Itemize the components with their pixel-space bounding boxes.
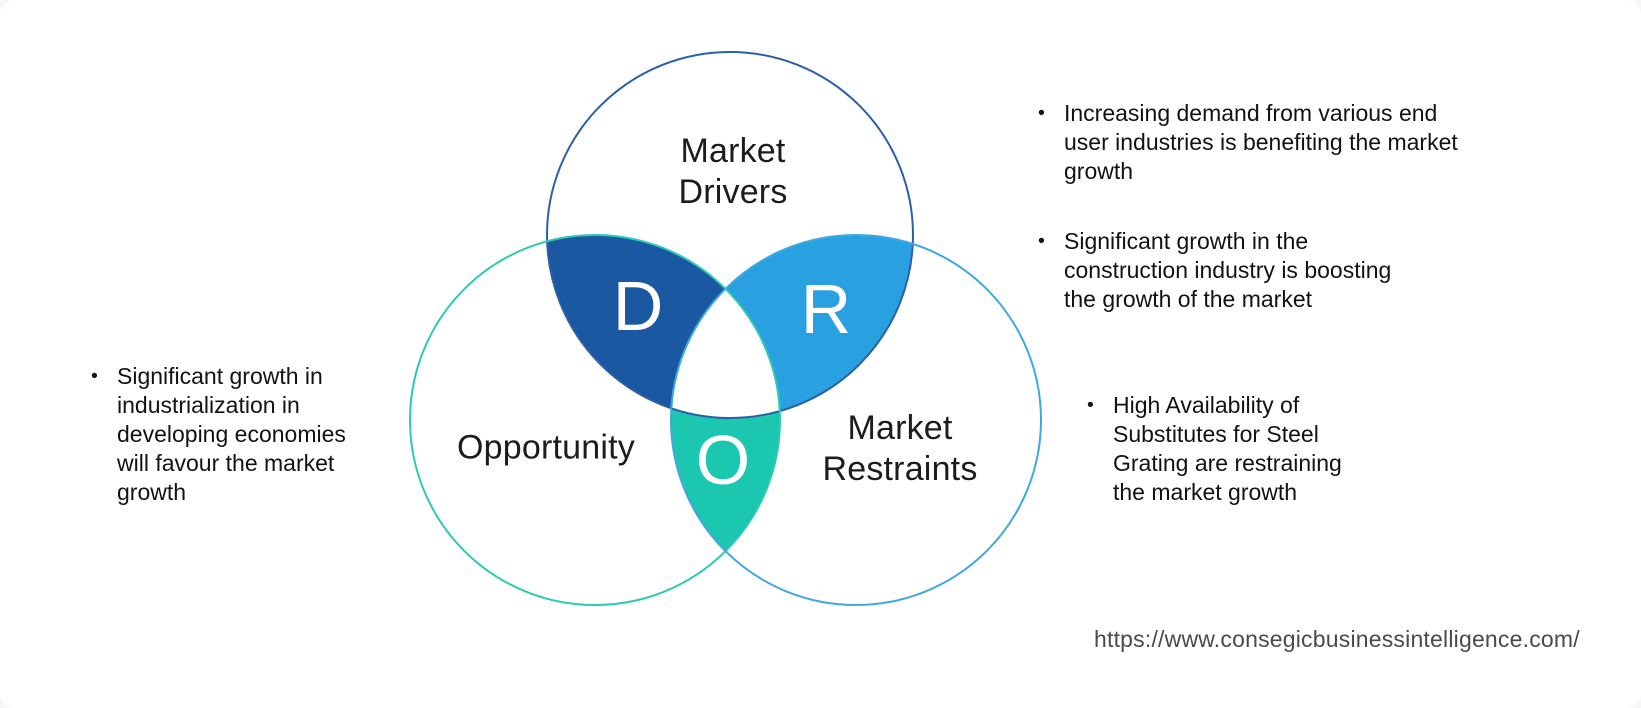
label-market-restraints: Market Restraints bbox=[822, 409, 978, 488]
bullet-item: Significant growth in industrialization … bbox=[89, 362, 389, 507]
circle-restraints-outline bbox=[670, 234, 1042, 606]
petal-restraints-fill bbox=[671, 235, 913, 418]
bullet-item: Significant growth in the construction i… bbox=[1036, 227, 1536, 314]
letter-d: D bbox=[612, 267, 664, 345]
annotation-right: High Availability of Substitutes for Ste… bbox=[1085, 391, 1425, 507]
letter-o: O bbox=[695, 421, 751, 499]
circle-drivers-outline bbox=[546, 51, 914, 419]
bullet-item: Increasing demand from various end user … bbox=[1036, 99, 1536, 186]
letter-r: R bbox=[800, 270, 852, 348]
petal-drivers-fill bbox=[547, 235, 780, 418]
annotation-top-right: Increasing demand from various end user … bbox=[1036, 99, 1536, 314]
annotation-left: Significant growth in industrialization … bbox=[89, 362, 389, 507]
source-url: https://www.consegicbusinessintelligence… bbox=[1094, 626, 1580, 652]
label-opportunity: Opportunity bbox=[457, 428, 635, 467]
circle-opportunity-outline bbox=[409, 234, 781, 606]
bullet-item: High Availability of Substitutes for Ste… bbox=[1085, 391, 1425, 507]
label-market-drivers: Market Drivers bbox=[678, 132, 788, 211]
